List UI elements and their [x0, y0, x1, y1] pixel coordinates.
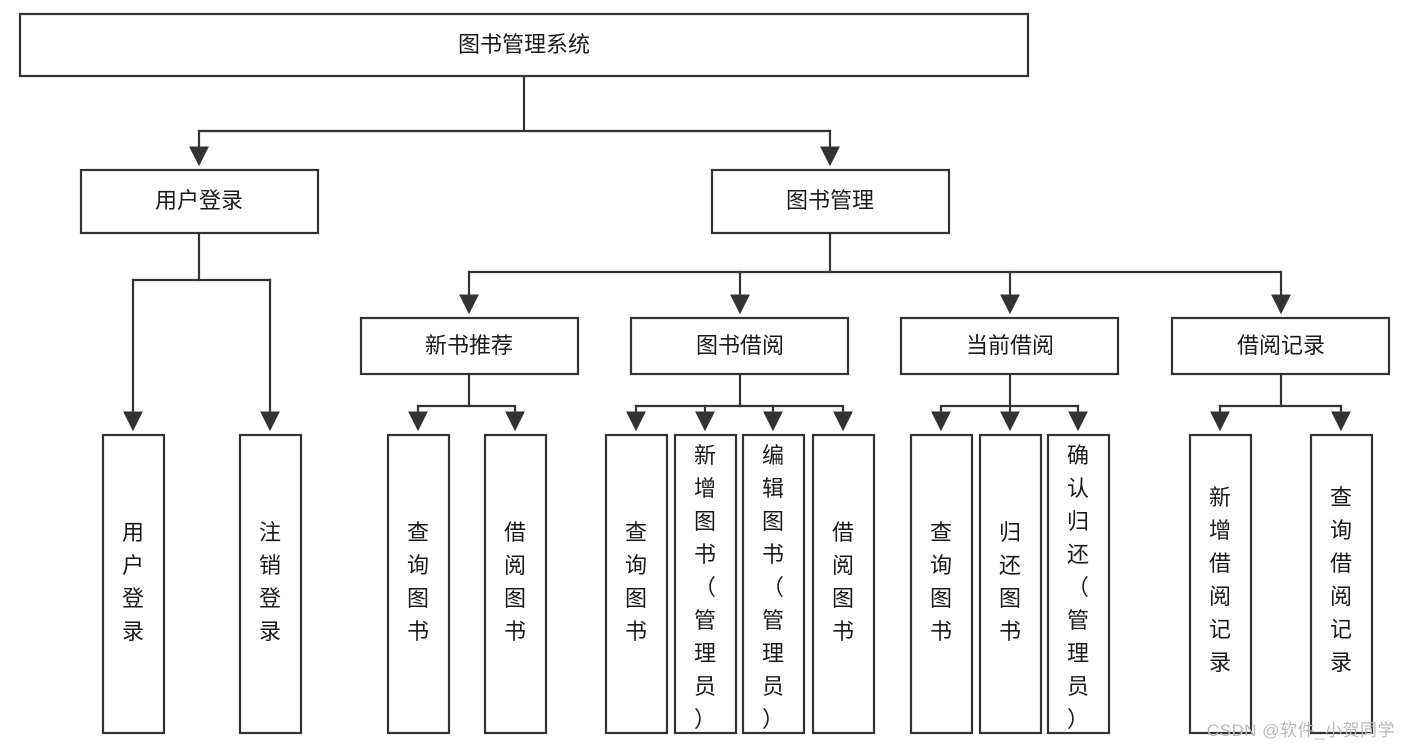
leaf-logout-label: 注销登录 — [259, 520, 281, 644]
leaf-confirm-return-admin-label: 确认归还（管理员） — [1067, 443, 1089, 732]
watermark-text: CSDN @软件_小贺同学 — [1206, 721, 1395, 740]
leaf-query-book-2-box[interactable] — [604, 433, 669, 735]
leaf-borrow-book-1-label: 借阅图书 — [504, 520, 526, 644]
leaf-return-book-box[interactable] — [978, 433, 1043, 735]
leaf-confirm-return-admin-box[interactable] — [1046, 433, 1111, 735]
leaf-node-logout[interactable]: 注销登录 — [238, 433, 303, 735]
leaf-query-book-3-box[interactable] — [909, 433, 974, 735]
leaf-node-edit-book-admin[interactable]: 编辑图书（管理员） — [741, 433, 806, 735]
node-root-box[interactable] — [18, 12, 1030, 78]
node-borrow-records-label: 借阅记录 — [1237, 333, 1325, 358]
leaf-edit-book-admin-label: 编辑图书（管理员） — [762, 443, 784, 732]
leaf-add-borrow-record-box[interactable] — [1188, 433, 1253, 735]
node-new-book-recommend-box[interactable] — [359, 316, 580, 376]
leaf-node-add-borrow-record[interactable]: 新增借阅记录 — [1188, 433, 1253, 735]
leaf-node-borrow-book-2[interactable]: 借阅图书 — [811, 433, 876, 735]
connector-group — [123, 74, 1351, 432]
node-current-borrow[interactable]: 当前借阅 — [899, 316, 1120, 376]
leaf-node-query-book-1[interactable]: 查询图书 — [386, 433, 451, 735]
leaf-node-query-borrow-record[interactable]: 查询借阅记录 — [1309, 433, 1374, 735]
leaf-node-return-book[interactable]: 归还图书 — [978, 433, 1043, 735]
leaf-query-book-1-label: 查询图书 — [407, 520, 429, 644]
leaf-node-confirm-return-admin[interactable]: 确认归还（管理员） — [1046, 433, 1111, 735]
leaf-query-book-3-label: 查询图书 — [930, 520, 952, 644]
leaf-query-book-2-label: 查询图书 — [625, 520, 647, 644]
leaf-borrow-book-1-box[interactable] — [483, 433, 548, 735]
node-new-book-recommend-label: 新书推荐 — [425, 333, 513, 358]
leaf-node-user-login[interactable]: 用户登录 — [101, 433, 166, 735]
node-current-borrow-box[interactable] — [899, 316, 1120, 376]
leaf-add-book-admin-label: 新增图书（管理员） — [694, 443, 716, 732]
node-book-borrow-label: 图书借阅 — [696, 333, 784, 358]
node-borrow-records-box[interactable] — [1170, 316, 1391, 376]
leaf-user-login-label: 用户登录 — [122, 520, 144, 644]
node-book-management-box[interactable] — [710, 168, 951, 235]
node-user-login-label: 用户登录 — [155, 188, 243, 213]
leaf-add-borrow-record-label: 新增借阅记录 — [1209, 485, 1231, 675]
leaf-query-book-1-box[interactable] — [386, 433, 451, 735]
node-book-borrow[interactable]: 图书借阅 — [629, 316, 850, 376]
leaf-user-login-box[interactable] — [101, 433, 166, 735]
leaf-edit-book-admin-box[interactable] — [741, 433, 806, 735]
leaf-return-book-label: 归还图书 — [999, 520, 1021, 644]
node-book-management[interactable]: 图书管理 — [710, 168, 951, 235]
node-borrow-records[interactable]: 借阅记录 — [1170, 316, 1391, 376]
node-user-login-box[interactable] — [79, 168, 320, 235]
leaf-node-query-book-3[interactable]: 查询图书 — [909, 433, 974, 735]
leaf-query-borrow-record-box[interactable] — [1309, 433, 1374, 735]
node-new-book-recommend[interactable]: 新书推荐 — [359, 316, 580, 376]
leaf-borrow-book-2-label: 借阅图书 — [832, 520, 854, 644]
node-root-label: 图书管理系统 — [458, 32, 590, 57]
leaf-borrow-book-2-box[interactable] — [811, 433, 876, 735]
node-user-login[interactable]: 用户登录 — [79, 168, 320, 235]
node-book-borrow-box[interactable] — [629, 316, 850, 376]
leaf-logout-box[interactable] — [238, 433, 303, 735]
node-book-management-label: 图书管理 — [786, 188, 874, 213]
leaf-node-borrow-book-1[interactable]: 借阅图书 — [483, 433, 548, 735]
node-root-book-management-system[interactable]: 图书管理系统 — [18, 12, 1030, 78]
leaf-add-book-admin-box[interactable] — [673, 433, 738, 735]
leaf-node-query-book-2[interactable]: 查询图书 — [604, 433, 669, 735]
node-current-borrow-label: 当前借阅 — [966, 333, 1054, 358]
leaf-query-borrow-record-label: 查询借阅记录 — [1330, 485, 1352, 675]
leaf-node-add-book-admin[interactable]: 新增图书（管理员） — [673, 433, 738, 735]
